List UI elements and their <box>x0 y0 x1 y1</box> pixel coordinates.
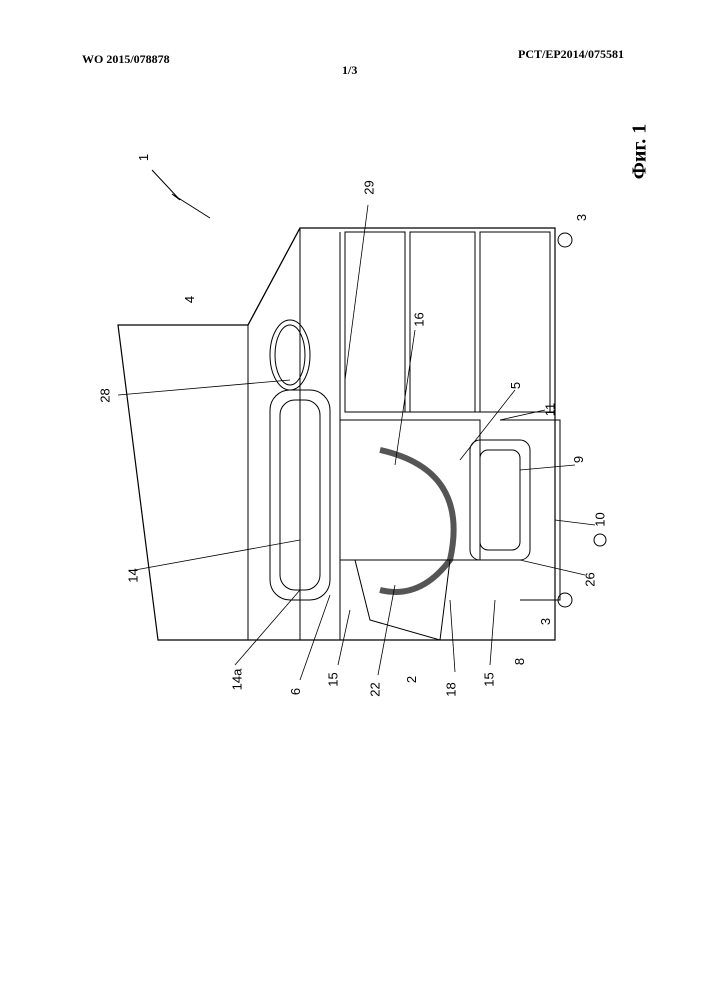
reference-label: 1 <box>136 154 151 161</box>
reference-label: 18 <box>444 682 459 696</box>
drawer <box>345 232 405 412</box>
reference-label: 2 <box>404 676 419 683</box>
reference-label: 15 <box>482 672 497 686</box>
reference-label: 4 <box>182 296 197 303</box>
reference-label: 6 <box>288 688 303 695</box>
reference-label: 29 <box>362 180 377 194</box>
reference-label: 3 <box>538 618 553 625</box>
foot <box>594 534 606 546</box>
reference-label: 28 <box>98 388 113 402</box>
top-panel <box>248 228 300 640</box>
reference-label: 22 <box>368 682 383 696</box>
drum <box>380 450 454 592</box>
reference-label: 5 <box>508 382 523 389</box>
reference-label: 11 <box>542 403 557 417</box>
reference-arrow <box>152 170 210 218</box>
reference-label: 14a <box>229 669 244 691</box>
reference-label: 26 <box>583 572 598 586</box>
reference-label: 14 <box>126 568 141 582</box>
reference-label: 15 <box>326 672 341 686</box>
opening-ring <box>270 320 310 390</box>
tray <box>470 440 530 560</box>
reference-label: 9 <box>571 456 586 463</box>
reference-label: 8 <box>512 658 527 665</box>
lid <box>118 228 555 640</box>
reference-label: 10 <box>593 512 608 526</box>
reference-label: 3 <box>574 214 589 221</box>
reference-label: 16 <box>412 312 427 326</box>
foot <box>558 233 572 247</box>
